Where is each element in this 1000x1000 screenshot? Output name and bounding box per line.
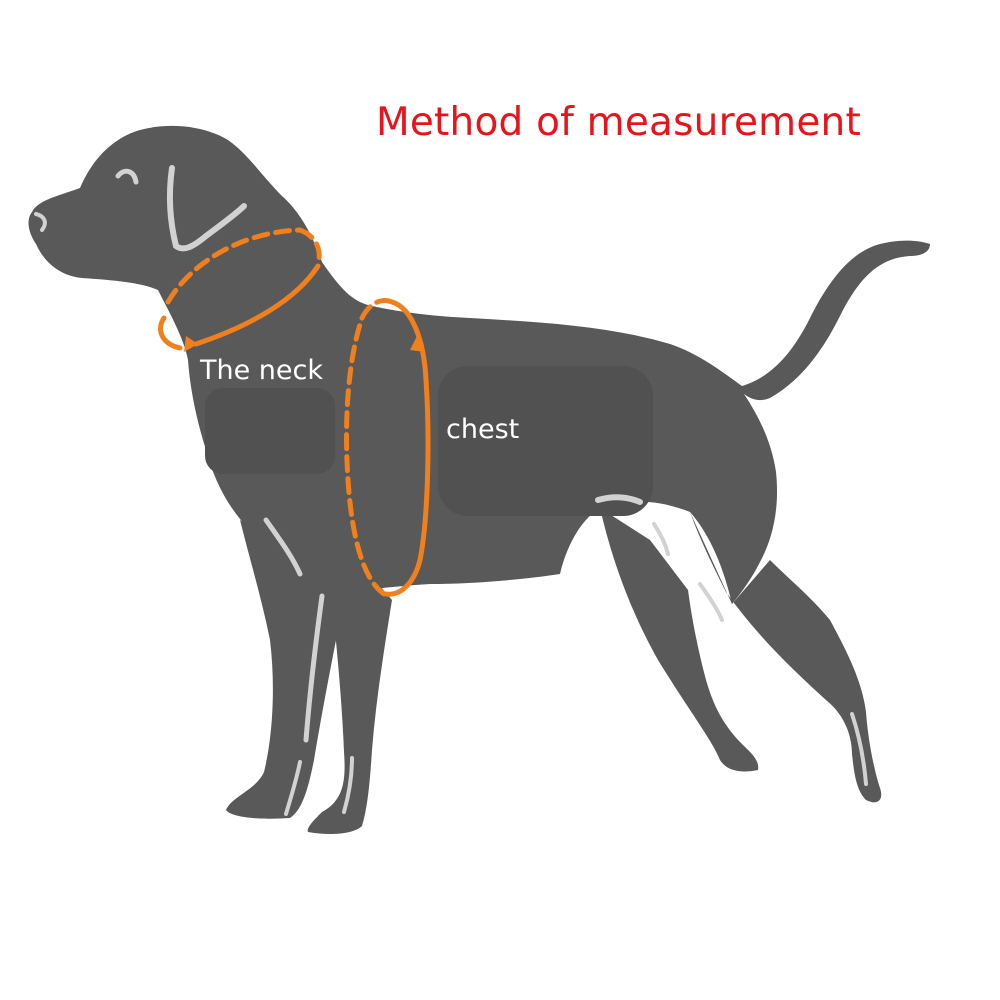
fur-shading [205, 366, 653, 516]
fur-highlights [34, 165, 868, 816]
chest-measurement-loop [344, 298, 431, 597]
neck-measurement-loop [158, 227, 322, 352]
chest-arrow [410, 334, 424, 352]
neck-arrow [184, 336, 198, 352]
chest-label: chest [446, 414, 520, 445]
diagram-title: Method of measurement [376, 100, 861, 145]
dog-body [28, 125, 930, 834]
neck-label: The neck [200, 355, 324, 386]
